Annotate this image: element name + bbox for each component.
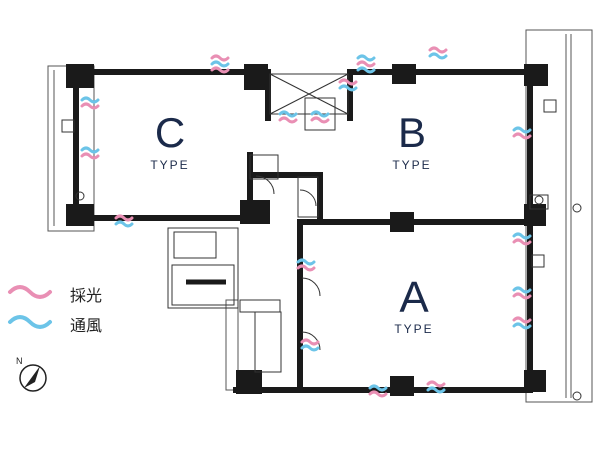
legend-ventilation-label: 通風 xyxy=(70,316,103,335)
unit-a-letter: A xyxy=(399,273,429,322)
daylight-wave-icon xyxy=(8,285,52,299)
fixtures xyxy=(61,73,582,401)
unit-b-letter: B xyxy=(397,109,426,156)
unit-c-type: TYPE xyxy=(150,158,190,172)
north-arrow-icon xyxy=(19,364,47,392)
unit-a-type: TYPE xyxy=(394,322,434,336)
columns xyxy=(66,64,548,396)
balcony-a-left xyxy=(225,299,239,391)
compass-label: N xyxy=(16,356,23,366)
unit-b-type: TYPE xyxy=(392,158,432,172)
wave-markers xyxy=(80,46,532,398)
legend-daylight-label: 採光 xyxy=(70,286,103,305)
unit-c-letter: C xyxy=(154,109,186,156)
ventilation-wave-icon xyxy=(8,315,52,329)
